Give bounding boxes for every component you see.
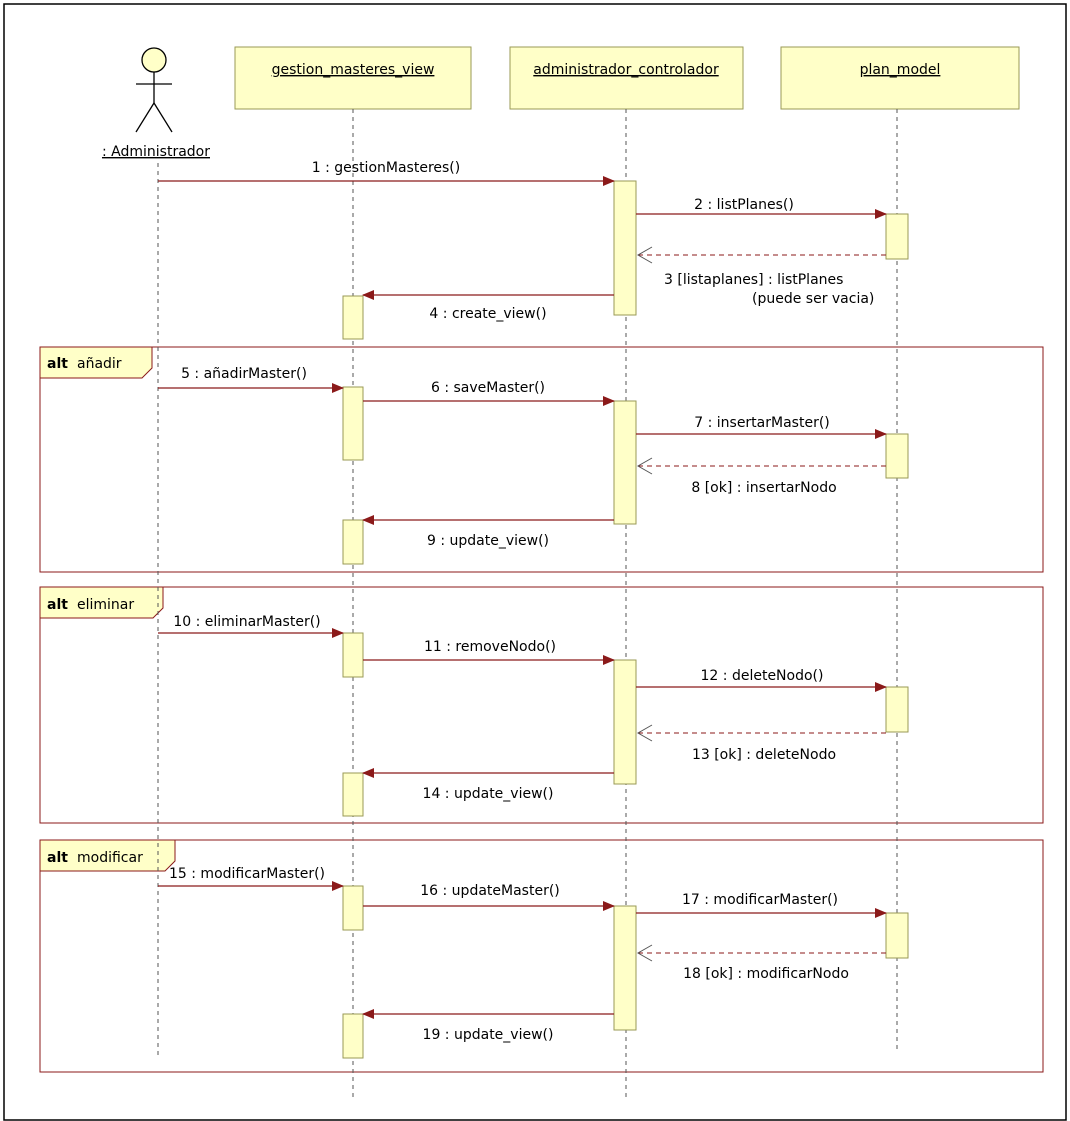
message-label-m6: 6 : saveMaster() (431, 380, 545, 396)
message-label-m18: 18 [ok] : modificarNodo (683, 966, 849, 982)
fragment-keyword: alt (47, 597, 68, 613)
lifeline-head (509, 46, 744, 110)
actor-head (141, 47, 167, 73)
message-arrowhead-m3 (636, 246, 653, 264)
message-label-m12: 12 : deleteNodo() (701, 668, 824, 684)
activation-bar (885, 433, 909, 479)
activation-bar (613, 400, 637, 525)
lifeline-view: gestion_masteres_view (234, 46, 472, 110)
message-label-m17: 17 : modificarMaster() (682, 892, 838, 908)
activation-bar (342, 386, 364, 461)
lifeline-model: plan_model (780, 46, 1020, 110)
message-label-m5: 5 : añadirMaster() (181, 366, 307, 382)
actor-leg-right (153, 102, 173, 133)
message-label-m4: 4 : create_view() (429, 306, 546, 322)
activation-bar (342, 1013, 364, 1059)
activation-bar (885, 213, 909, 260)
activation-bar (613, 905, 637, 1031)
activation-bar (342, 885, 364, 931)
message-label-m9: 9 : update_view() (427, 533, 549, 549)
fragment-frame (39, 839, 1044, 1073)
actor-leg-left (135, 102, 155, 133)
fragment-keyword: alt (47, 356, 68, 372)
message-label-m13: 13 [ok] : deleteNodo (692, 747, 836, 763)
fragment-frame (39, 586, 1044, 824)
message-label-m19: 19 : update_view() (423, 1027, 554, 1043)
activation-bar (613, 180, 637, 316)
fragment-alt-modificar: alt modificar (39, 839, 1044, 1073)
lifeline-label: plan_model (860, 62, 941, 78)
message-label-m8: 8 [ok] : insertarNodo (691, 480, 836, 496)
lifeline-head (780, 46, 1020, 110)
message-arrowhead-m18 (636, 944, 653, 962)
activation-bar (342, 295, 364, 340)
lifeline-label: gestion_masteres_view (272, 62, 435, 78)
fragment-frame (39, 346, 1044, 573)
message-label-m1: 1 : gestionMasteres() (312, 160, 460, 176)
activation-bar (885, 912, 909, 959)
message-label-m14: 14 : update_view() (423, 786, 554, 802)
diagram-border (3, 3, 1067, 1121)
activation-bar (885, 686, 909, 733)
actor-label: : Administrador (102, 144, 210, 160)
message-arrowhead-m8 (636, 457, 653, 475)
message-label-m15: 15 : modificarMaster() (169, 866, 325, 882)
fragment-guard: eliminar (77, 597, 134, 613)
activation-bar (342, 519, 364, 565)
fragment-guard: añadir (77, 356, 122, 372)
fragment-keyword: alt (47, 850, 68, 866)
message-label-m11: 11 : removeNodo() (424, 639, 556, 655)
fragment-tab (39, 346, 153, 379)
actor-administrador (135, 47, 173, 133)
fragment-guard: modificar (77, 850, 143, 866)
lifeline-label: administrador_controlador (533, 62, 719, 78)
message-label-m3: 3 [listaplanes] : listPlanes (664, 272, 843, 288)
lifeline-head (234, 46, 472, 110)
message-note-m3: (puede ser vacia) (752, 291, 874, 307)
lifeline-controller: administrador_controlador (509, 46, 744, 110)
message-label-m2: 2 : listPlanes() (694, 197, 794, 213)
fragment-tab (39, 839, 176, 872)
activation-bar (342, 632, 364, 678)
activation-bar (342, 772, 364, 817)
message-label-m7: 7 : insertarMaster() (694, 415, 830, 431)
fragment-alt-anadir: alt añadir (39, 346, 1044, 573)
message-label-m10: 10 : eliminarMaster() (173, 614, 320, 630)
activation-bar (613, 659, 637, 785)
fragment-alt-eliminar: alt eliminar (39, 586, 1044, 824)
message-label-m16: 16 : updateMaster() (420, 883, 560, 899)
message-arrowhead-m13 (636, 724, 653, 742)
